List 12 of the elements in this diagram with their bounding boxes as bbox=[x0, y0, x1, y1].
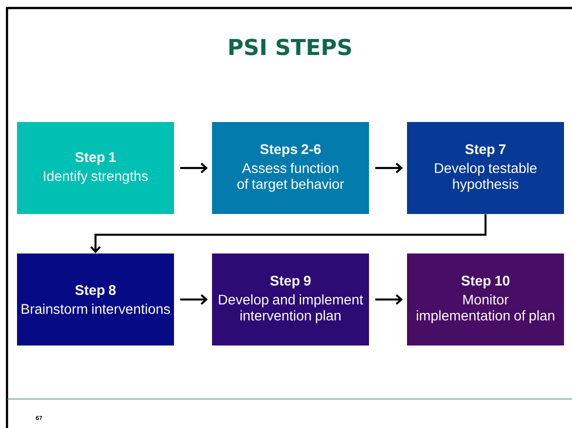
step-box: Step 10 Monitor implementation of plan bbox=[407, 254, 564, 346]
step-box: Step 7 Develop testable hypothesis bbox=[407, 122, 564, 214]
arrow bbox=[375, 162, 403, 174]
title: PSI STEPS bbox=[229, 38, 351, 56]
arrow bbox=[90, 214, 487, 254]
step-box: Step 9 Develop and implement intervention plan bbox=[212, 254, 369, 346]
arrow bbox=[375, 294, 403, 305]
step-box: Steps 2-6 Assess function of target behavior bbox=[212, 122, 369, 214]
arrow bbox=[180, 294, 208, 305]
step-box: Step 8 Brainstorm interventions bbox=[17, 254, 174, 346]
arrow bbox=[180, 162, 208, 174]
step-box: Step 1 Identify strengths bbox=[17, 122, 174, 214]
